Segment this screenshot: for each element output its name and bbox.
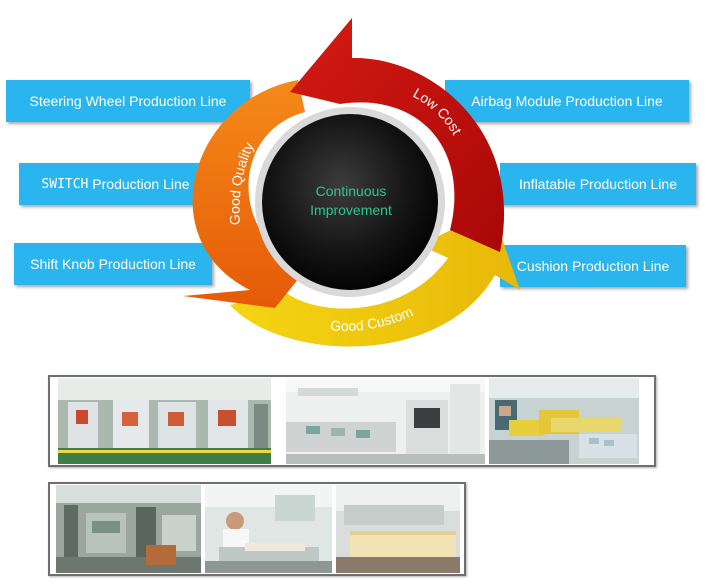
center-text-line2: Improvement: [310, 202, 392, 218]
shift-knob-line-text: Shift Knob Production Line: [30, 256, 196, 272]
good-custom-arrow: [230, 210, 520, 347]
factory-photo-6: [336, 485, 460, 573]
continuous-improvement-cycle: Continuous Improvement Low Cost Good Qua…: [183, 18, 520, 347]
low-cost-arrow: [290, 18, 505, 252]
steering-wheel-line-text: Steering Wheel Production Line: [29, 93, 227, 109]
airbag-module-line-label: Airbag Module Production Line: [445, 80, 689, 122]
factory-photo-5: [205, 485, 332, 573]
inflatable-line-text: Inflatable Production Line: [519, 176, 677, 192]
switch-line-label: SWITCH Production Line: [19, 163, 212, 205]
good-quality-arrow: [183, 80, 320, 308]
shift-knob-line-label: Shift Knob Production Line: [14, 243, 212, 285]
factory-photo-3: [489, 378, 639, 464]
switch-line-word: SWITCH: [41, 176, 89, 192]
steering-wheel-line-label: Steering Wheel Production Line: [6, 80, 250, 122]
cushion-line-label: Cushion Production Line: [500, 245, 686, 287]
inflatable-line-label: Inflatable Production Line: [500, 163, 696, 205]
center-circle: [262, 114, 438, 290]
factory-photo-4: [56, 485, 201, 573]
factory-photo-2: [286, 378, 485, 464]
cushion-line-text: Cushion Production Line: [516, 258, 670, 274]
factory-photo-1: [58, 378, 271, 464]
center-text-line1: Continuous: [316, 183, 387, 199]
airbag-module-line-text: Airbag Module Production Line: [471, 93, 663, 109]
switch-line-text: Production Line: [88, 176, 190, 192]
